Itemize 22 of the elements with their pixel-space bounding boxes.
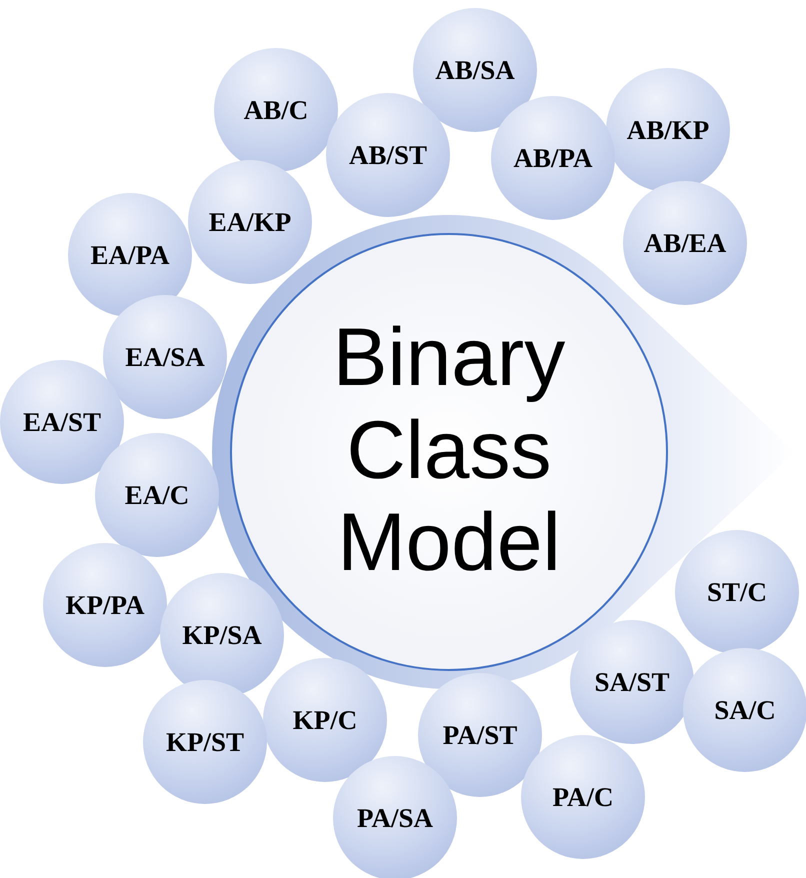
pair-label: AB/C (244, 94, 308, 126)
pair-label: EA/C (124, 480, 190, 510)
pair-label: KP/SA (182, 620, 262, 650)
pair-label: EA/KP (208, 206, 292, 238)
pair-label: ST/C (706, 576, 768, 608)
pair-label: AB/ST (348, 140, 428, 170)
pair-label: AB/SA (435, 54, 515, 86)
pair-label: AB/EA (644, 228, 726, 258)
pair-label: KP/ST (166, 726, 244, 758)
pair-label: PA/SA (356, 802, 433, 834)
pair-label: PA/ST (442, 720, 518, 750)
pair-label: SA/C (714, 694, 776, 726)
pair-label: PA/C (552, 782, 614, 812)
pair-label: EA/ST (22, 406, 102, 438)
pair-label: AB/PA (514, 142, 592, 174)
pair-label: SA/ST (594, 666, 670, 698)
pair-label: EA/SA (125, 342, 205, 372)
pair-label: AB/KP (626, 114, 710, 146)
pair-label: KP/PA (66, 590, 144, 620)
center-title: Binary Class Model (332, 312, 566, 590)
pair-label: KP/C (292, 704, 358, 736)
pair-label: EA/PA (90, 240, 170, 270)
